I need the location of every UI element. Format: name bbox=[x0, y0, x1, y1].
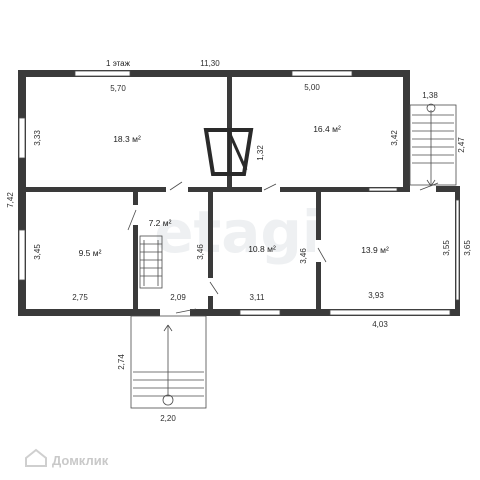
floor-title: 1 этаж bbox=[106, 59, 131, 68]
room-area-label: 7.2 м² bbox=[149, 218, 172, 228]
outer-walls bbox=[18, 70, 460, 316]
dimension-label: 2,47 bbox=[457, 137, 466, 153]
dimension-label: 3,45 bbox=[33, 244, 42, 260]
porch-stairs bbox=[130, 315, 207, 409]
dimension-label: 1,38 bbox=[422, 91, 438, 100]
dimension-label: 7,42 bbox=[6, 192, 15, 208]
dimension-label: 11,30 bbox=[200, 59, 220, 68]
dimension-label: 1,32 bbox=[256, 145, 265, 161]
dimension-label: 2,75 bbox=[72, 293, 88, 302]
room-area-label: 10.8 м² bbox=[248, 244, 276, 254]
domclick-logo-icon bbox=[25, 448, 47, 467]
brand-name: Домклик bbox=[52, 453, 109, 468]
dimension-label: 3,65 bbox=[463, 240, 472, 256]
dimension-label: 2,09 bbox=[170, 293, 186, 302]
room-area-label: 18.3 м² bbox=[113, 134, 141, 144]
windows bbox=[18, 70, 460, 316]
dimension-label: 3,93 bbox=[368, 291, 384, 300]
etagi-watermark: etagi bbox=[154, 198, 322, 266]
dimension-label: 3,46 bbox=[299, 248, 308, 264]
room-area-label: 16.4 м² bbox=[313, 124, 341, 134]
interior-walls bbox=[26, 77, 406, 312]
dimension-label: 3,33 bbox=[33, 130, 42, 146]
dimension-label: 3,11 bbox=[250, 293, 266, 302]
doors bbox=[127, 181, 439, 317]
dimension-label: 3,46 bbox=[196, 244, 205, 260]
dimension-label: 5,00 bbox=[304, 83, 320, 92]
dimension-label: 5,70 bbox=[110, 84, 126, 93]
room-area-label: 13.9 м² bbox=[361, 245, 389, 255]
right-exterior-stairs bbox=[409, 103, 457, 187]
room-area-label: 9.5 м² bbox=[79, 248, 102, 258]
dimension-label: 3,42 bbox=[390, 130, 399, 146]
dimension-label: 2,20 bbox=[160, 414, 176, 423]
chimney bbox=[203, 128, 254, 176]
dimension-label: 2,74 bbox=[117, 354, 126, 370]
dimension-label: 3,55 bbox=[442, 240, 451, 256]
dimension-label: 4,03 bbox=[372, 320, 388, 329]
interior-stairs bbox=[139, 235, 163, 289]
